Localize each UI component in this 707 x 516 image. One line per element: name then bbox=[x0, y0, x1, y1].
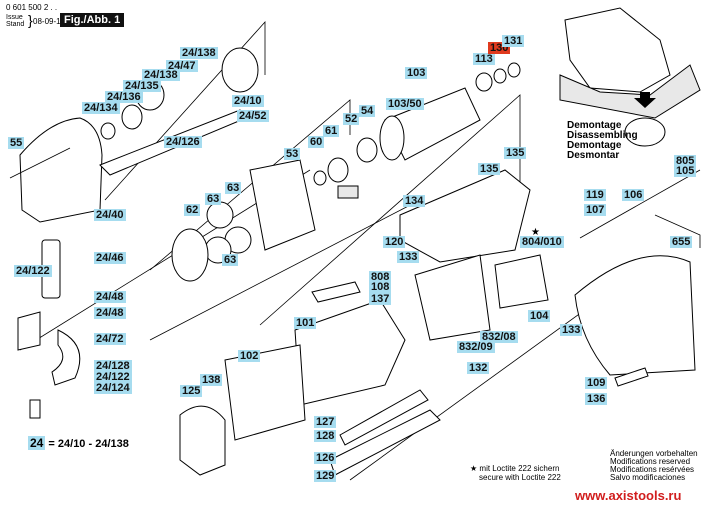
part-label-129[interactable]: 129 bbox=[314, 470, 337, 482]
part-label-655[interactable]: 655 bbox=[670, 236, 693, 248]
disassembly-illustration bbox=[559, 7, 701, 147]
housing-drawing bbox=[179, 169, 701, 476]
nibbler-head-drawing bbox=[9, 117, 103, 419]
disassembly-note-line: Disassembling bbox=[567, 130, 638, 141]
part-label-125[interactable]: 125 bbox=[180, 385, 203, 397]
part-label-24-126[interactable]: 24/126 bbox=[164, 136, 202, 148]
part-label-131[interactable]: 131 bbox=[502, 35, 525, 47]
part-label-54[interactable]: 54 bbox=[359, 105, 376, 117]
part-label-63[interactable]: 63 bbox=[222, 254, 239, 266]
part-label-135[interactable]: 135 bbox=[478, 163, 501, 175]
part-label-106[interactable]: 106 bbox=[622, 189, 645, 201]
part-label-24-40[interactable]: 24/40 bbox=[94, 209, 126, 221]
issue-label-de: Stand bbox=[6, 21, 25, 28]
part-label-24-122[interactable]: 24/122 bbox=[94, 371, 132, 383]
part-label-24-52[interactable]: 24/52 bbox=[237, 110, 269, 122]
part-label-113[interactable]: 113 bbox=[473, 53, 495, 65]
part-label-804-010[interactable]: 804/010 bbox=[520, 236, 564, 248]
loctite-star-icon: ★ bbox=[531, 227, 540, 238]
modifications-note-line: Salvo modificaciones bbox=[610, 473, 686, 482]
loctite-note: ★ mit Loctite 222 sichern secure with Lo… bbox=[470, 464, 561, 482]
part-label-126[interactable]: 126 bbox=[314, 452, 337, 464]
part-label-24-48[interactable]: 24/48 bbox=[94, 307, 126, 319]
part-label-24-128[interactable]: 24/128 bbox=[94, 360, 132, 372]
part-label-133[interactable]: 133 bbox=[397, 251, 420, 263]
part-label-24-48[interactable]: 24/48 bbox=[94, 291, 126, 303]
modifications-note-line: Änderungen vorbehalten bbox=[610, 449, 698, 458]
modifications-note-line: Modifications reserved bbox=[610, 457, 691, 466]
part-label-832-08[interactable]: 832/08 bbox=[480, 331, 518, 343]
part-label-60[interactable]: 60 bbox=[308, 136, 325, 148]
part-label-138[interactable]: 138 bbox=[200, 374, 223, 386]
modifications-note-line: Modifications resérvées bbox=[610, 465, 695, 474]
part-label-24-135[interactable]: 24/135 bbox=[123, 80, 161, 92]
armature-drawing bbox=[379, 62, 521, 161]
part-label-55[interactable]: 55 bbox=[8, 137, 25, 149]
brace-icon: } bbox=[28, 12, 33, 28]
part-label-24-10[interactable]: 24/10 bbox=[232, 95, 264, 107]
part-label-24-122[interactable]: 24/122 bbox=[14, 265, 52, 277]
part-label-127[interactable]: 127 bbox=[314, 416, 337, 428]
part-label-137[interactable]: 137 bbox=[369, 293, 392, 305]
issue-label-en: Issue bbox=[6, 14, 23, 21]
part-label-136[interactable]: 136 bbox=[585, 393, 608, 405]
star-icon: ★ bbox=[470, 464, 480, 473]
part-label-107[interactable]: 107 bbox=[584, 204, 607, 216]
issue-date: 08-09-16 bbox=[33, 17, 66, 26]
part-label-133[interactable]: 133 bbox=[560, 324, 583, 336]
part-label-109[interactable]: 109 bbox=[585, 377, 608, 389]
part-label-134[interactable]: 134 bbox=[403, 195, 426, 207]
part-label-52[interactable]: 52 bbox=[343, 113, 360, 125]
part-label-62[interactable]: 62 bbox=[184, 204, 201, 216]
disassembly-note-line: Demontage bbox=[567, 120, 622, 131]
part-label-832-09[interactable]: 832/09 bbox=[457, 341, 495, 353]
loctite-note-de: mit Loctite 222 sichern bbox=[479, 464, 560, 473]
part-label-24-136[interactable]: 24/136 bbox=[105, 91, 143, 103]
disassembly-note-line: Desmontar bbox=[567, 150, 620, 161]
part-label-103-50[interactable]: 103/50 bbox=[386, 98, 424, 110]
part-label-808-108[interactable]: 808 108 bbox=[369, 271, 392, 293]
part-label-135[interactable]: 135 bbox=[504, 147, 527, 159]
part-label-120[interactable]: 120 bbox=[383, 236, 406, 248]
part-label-132[interactable]: 132 bbox=[467, 362, 490, 374]
group-legend: 24 = 24/10 - 24/138 bbox=[28, 436, 129, 450]
part-label-805-105[interactable]: 805 105 bbox=[674, 155, 697, 177]
modifications-note: Änderungen vorbehalten Modifications res… bbox=[610, 450, 698, 482]
part-label-24-46[interactable]: 24/46 bbox=[94, 252, 126, 264]
part-label-24-72[interactable]: 24/72 bbox=[94, 333, 126, 345]
watermark-link[interactable]: www.axistools.ru bbox=[575, 488, 682, 503]
part-label-63[interactable]: 63 bbox=[205, 193, 222, 205]
loctite-note-en: secure with Loctite 222 bbox=[479, 473, 561, 482]
part-label-128[interactable]: 128 bbox=[314, 430, 337, 442]
gear-train-drawing bbox=[99, 47, 378, 282]
part-label-104[interactable]: 104 bbox=[528, 310, 551, 322]
part-label-119[interactable]: 119 bbox=[584, 189, 606, 201]
part-label-103[interactable]: 103 bbox=[405, 67, 428, 79]
group-range: = 24/10 - 24/138 bbox=[48, 438, 129, 450]
part-label-101[interactable]: 101 bbox=[294, 317, 317, 329]
part-label-24-138[interactable]: 24/138 bbox=[180, 47, 218, 59]
part-label-61[interactable]: 61 bbox=[323, 125, 340, 137]
group-number-label: 24 bbox=[28, 436, 46, 450]
part-label-63[interactable]: 63 bbox=[225, 182, 242, 194]
part-label-24-138[interactable]: 24/138 bbox=[142, 69, 180, 81]
part-label-24-124[interactable]: 24/124 bbox=[94, 382, 132, 394]
part-label-102[interactable]: 102 bbox=[238, 350, 261, 362]
figure-label: Fig./Abb. 1 bbox=[60, 13, 125, 27]
disassembly-note-line: Demontage bbox=[567, 140, 622, 151]
part-label-24-134[interactable]: 24/134 bbox=[82, 102, 120, 114]
part-number: 0 601 500 2 . . bbox=[6, 3, 58, 12]
disassembly-note: Demontage Disassembling Demontage Desmon… bbox=[567, 121, 638, 161]
part-label-53[interactable]: 53 bbox=[284, 148, 301, 160]
